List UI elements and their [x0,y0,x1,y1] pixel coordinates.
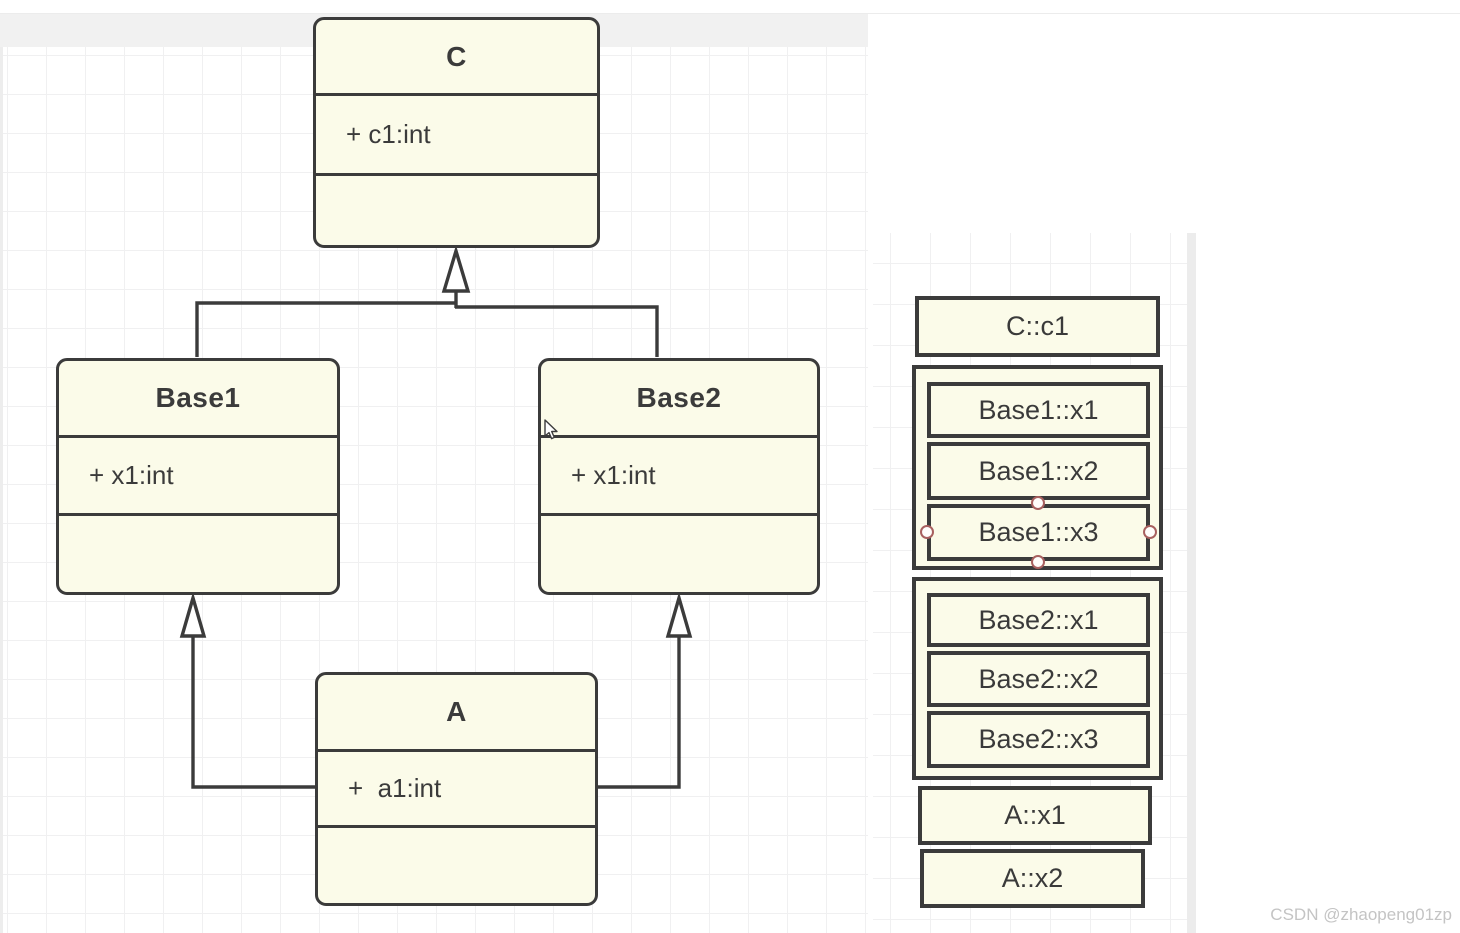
left-edge-strip [0,47,3,933]
class-base2-attribute: + x1:int [541,435,817,513]
memory-row-base1-x1[interactable]: Base1::x1 [927,382,1150,438]
scrollbar-track[interactable] [1187,233,1196,933]
class-c-title: C [446,40,467,72]
class-base2-title: Base2 [636,382,722,413]
watermark-text: CSDN @zhaopeng01zp [1270,905,1452,924]
selection-handle-top[interactable] [1031,496,1045,510]
selection-handle-left[interactable] [920,525,934,539]
class-base1-attribute: + x1:int [59,435,337,513]
class-base1-title: Base1 [155,382,241,413]
class-a-methods-empty [318,825,595,903]
class-base1-methods-empty [59,513,337,592]
class-a-attribute: + a1:int [318,749,595,825]
class-box-base2[interactable]: Base2 + x1:int [538,358,820,595]
selection-handle-bottom[interactable] [1031,555,1045,569]
memory-row-c-c1[interactable]: C::c1 [915,296,1160,357]
class-a-title: A [446,696,467,727]
memory-row-base2-x3[interactable]: Base2::x3 [927,711,1150,768]
class-box-base1[interactable]: Base1 + x1:int [56,358,340,595]
class-c-methods-empty [316,173,597,245]
memory-row-a-x1[interactable]: A::x1 [918,786,1152,845]
memory-row-a-x2[interactable]: A::x2 [920,849,1145,908]
class-c-attribute: + c1:int [316,93,597,173]
memory-row-base2-x1[interactable]: Base2::x1 [927,593,1150,647]
memory-row-base1-x2[interactable]: Base1::x2 [927,442,1150,500]
class-base2-methods-empty [541,513,817,592]
class-box-c[interactable]: C + c1:int [313,17,600,248]
memory-row-base2-x2[interactable]: Base2::x2 [927,651,1150,707]
memory-row-base1-x3[interactable]: Base1::x3 [927,504,1150,561]
top-divider [0,13,1460,14]
selection-handle-right[interactable] [1143,525,1157,539]
class-box-a[interactable]: A + a1:int [315,672,598,906]
